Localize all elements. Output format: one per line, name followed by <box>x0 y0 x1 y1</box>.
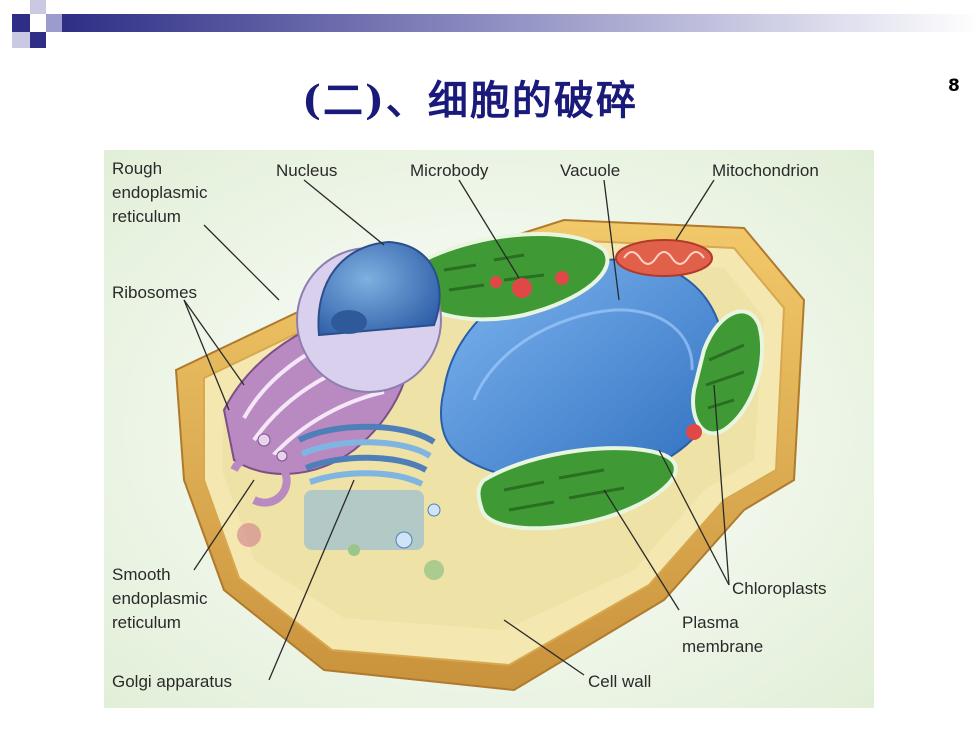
smooth-er <box>230 433 291 507</box>
label-cell-wall: Cell wall <box>588 672 651 691</box>
label-vacuole: Vacuole <box>560 161 620 180</box>
mitochondrion <box>615 239 713 277</box>
chloroplast-bottom <box>476 446 678 531</box>
plant-cell-diagram: Rough endoplasmic reticulum Nucleus Micr… <box>104 150 874 708</box>
chloroplast-right <box>686 309 764 440</box>
label-golgi: Golgi apparatus <box>112 672 232 691</box>
microbody <box>490 271 569 298</box>
slide-title: (二)、细胞的破碎 <box>302 77 638 124</box>
label-smooth-er-3: reticulum <box>112 613 181 632</box>
label-chloroplasts: Chloroplasts <box>732 579 827 598</box>
label-plasma-membrane-1: Plasma <box>682 613 739 632</box>
page-number: 8 <box>948 76 960 96</box>
header-square-1 <box>12 14 30 32</box>
label-rough-er-3: reticulum <box>112 207 181 226</box>
header-decoration <box>12 0 980 48</box>
leader-lines <box>183 179 730 681</box>
label-plasma-membrane-2: membrane <box>682 637 763 656</box>
label-nucleus: Nucleus <box>276 161 337 180</box>
label-smooth-er-1: Smooth <box>112 565 171 584</box>
label-smooth-er-2: endoplasmic <box>112 589 208 608</box>
label-mitochondrion: Mitochondrion <box>712 161 819 180</box>
nucleus <box>296 240 442 393</box>
label-microbody: Microbody <box>410 161 489 180</box>
label-rough-er-2: endoplasmic <box>112 183 208 202</box>
label-ribosomes: Ribosomes <box>112 283 197 302</box>
golgi-apparatus <box>297 423 441 550</box>
label-rough-er-1: Rough <box>112 159 162 178</box>
